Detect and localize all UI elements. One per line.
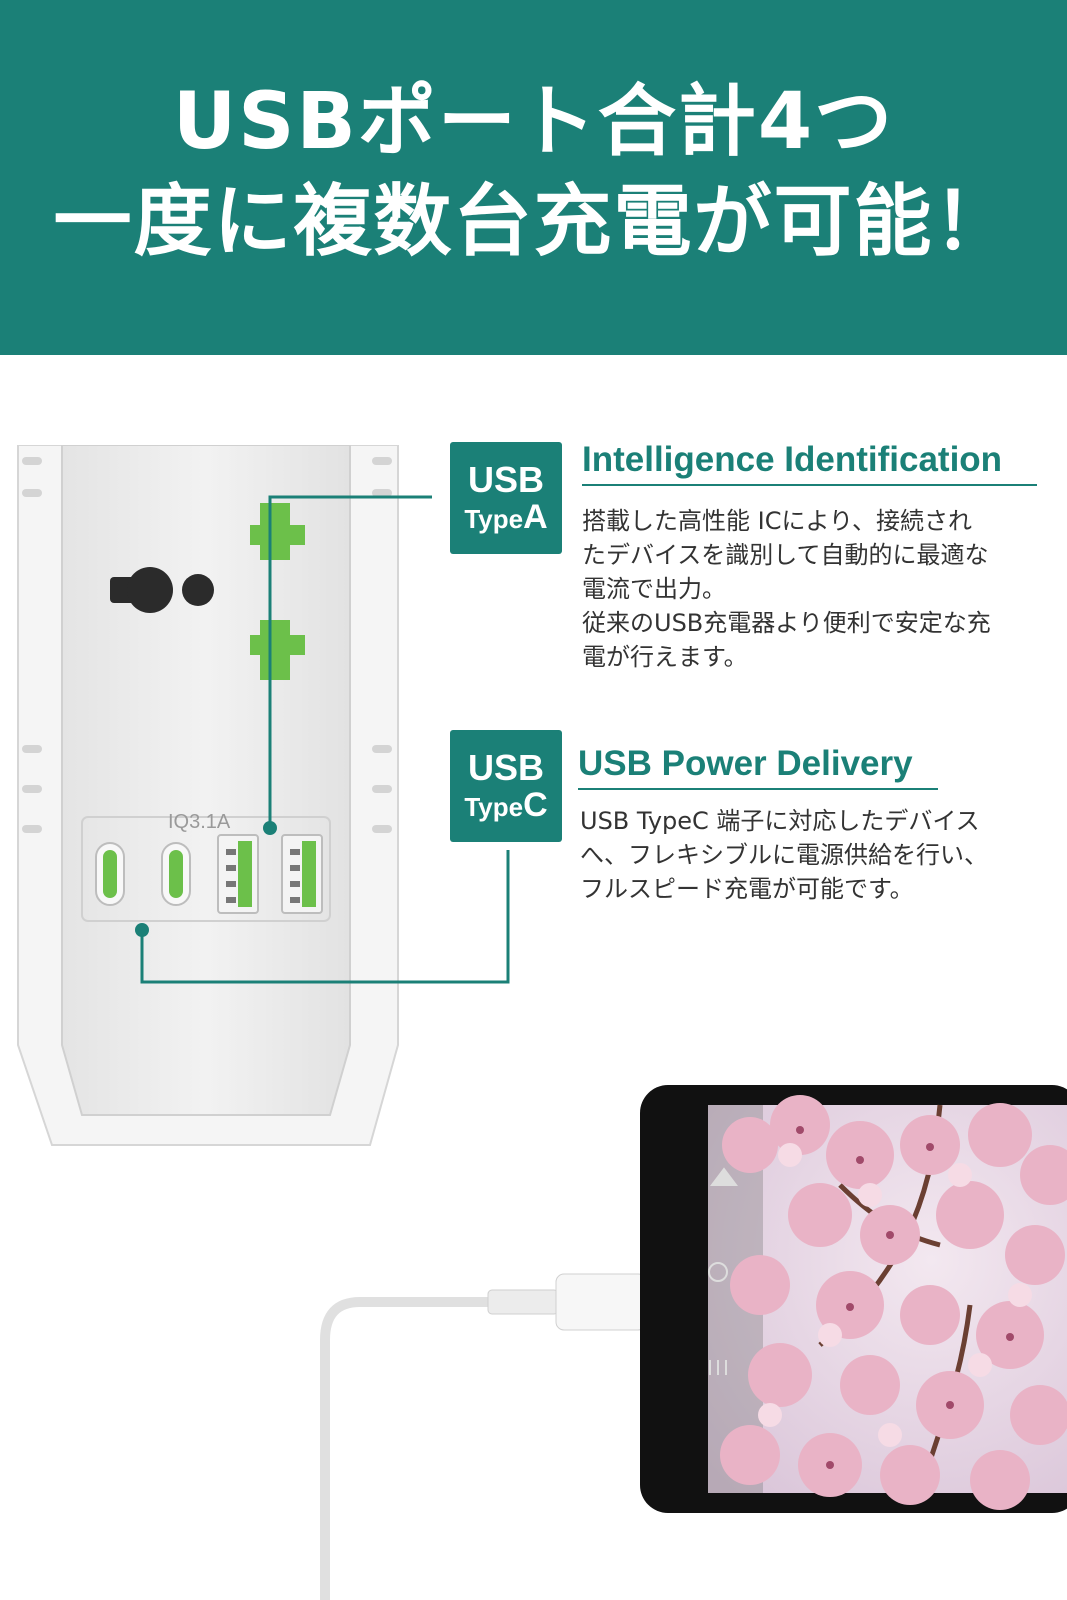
cherry-blossom-photo (720, 1095, 1067, 1510)
usb-c-port (161, 842, 191, 906)
feature-description-intelligence: 搭載した高性能 ICにより、接続され たデバイスを識別して自動的に最適な 電流で… (582, 504, 991, 674)
description-line: たデバイスを識別して自動的に最適な (582, 541, 989, 569)
badge-usb-label: USB (467, 747, 544, 788)
universal-socket (110, 503, 305, 680)
headline-line-2: 一度に複数台充電が可能！ (53, 176, 1014, 267)
description-line: 従来のUSB充電器より便利で安定な充 (582, 609, 991, 637)
badge-type-label: Type (464, 792, 524, 822)
usb-a-port (281, 834, 323, 914)
feature-heading-power-delivery: USB Power Delivery (578, 744, 938, 790)
smartphone-illustration (640, 1085, 1067, 1513)
badge-usb-label: USB (467, 459, 544, 500)
headline-line-1: USBポート合計4つ (172, 76, 895, 167)
description-line: 電流で出力。 (582, 575, 726, 603)
feature-heading-intelligence: Intelligence Identification (582, 440, 1037, 486)
usb-c-port (95, 842, 125, 906)
description-line: 搭載した高性能 ICにより、接続され (582, 507, 973, 535)
description-line: USB TypeC 端子に対応したデバイス (580, 807, 980, 835)
port-rating-label: IQ3.1A (168, 811, 231, 833)
usb-type-a-badge: USB TypeA (450, 442, 562, 554)
description-line: フルスピード充電が可能です。 (580, 875, 914, 903)
badge-type-letter: C (523, 786, 548, 824)
badge-type-letter: A (523, 498, 548, 536)
description-line: 電が行えます。 (582, 643, 748, 671)
power-strip-illustration: IQ3.1A (17, 445, 399, 1146)
header-banner: USBポート合計4つ 一度に複数台充電が可能！ (0, 0, 1067, 355)
description-line: へ、フレキシブルに電源供給を行い、 (580, 841, 988, 869)
usb-a-port (217, 834, 259, 914)
phone-nav-icons (708, 1167, 738, 1375)
badge-type-label: Type (464, 504, 524, 534)
usb-type-c-badge: USB TypeC (450, 730, 562, 842)
feature-description-power-delivery: USB TypeC 端子に対応したデバイス へ、フレキシブルに電源供給を行い、 … (580, 804, 988, 906)
